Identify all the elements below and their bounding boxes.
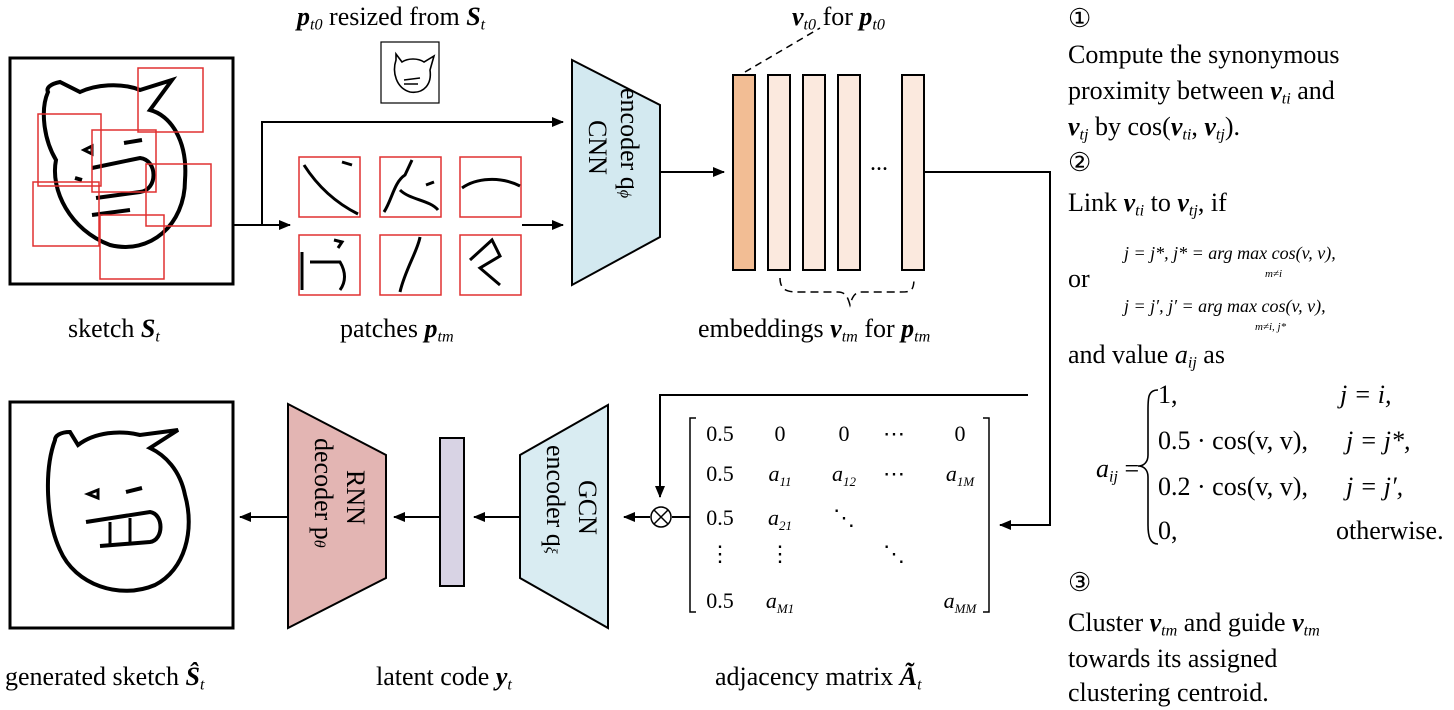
cnn-encoder-block: [571, 58, 661, 287]
case1-value: 1,: [1158, 380, 1178, 409]
matrix-cell: ⋱: [833, 505, 855, 530]
feedback-loop: [623, 394, 1028, 522]
embedding-ellipsis: ...: [870, 150, 888, 176]
patch-strokes: [300, 159, 521, 293]
step1-line1: Compute the synonymous: [1068, 40, 1340, 69]
input-sketch: [8, 56, 235, 286]
case-brace: [1137, 389, 1159, 545]
step3-line2: towards its assigned: [1068, 644, 1278, 673]
adjacency-caption: adjacency matrix Ãt: [715, 662, 922, 694]
embedding-brace: [779, 277, 915, 308]
step2-line1: Link vti to vtj, if: [1068, 188, 1227, 220]
matrix-cell: a21: [768, 505, 792, 533]
step2-value: and value aij as: [1068, 340, 1225, 372]
matrix-cell: a11: [768, 461, 792, 489]
gcn-label: GCN: [573, 480, 602, 535]
matrix-cell: 0.5: [706, 421, 734, 446]
latent-caption: latent code yt: [376, 662, 512, 694]
case2-value: 0.5 · cos(v, v),: [1158, 426, 1308, 455]
case-lhs: aij =: [1096, 454, 1140, 486]
condition-eq1: j = j*, j* = arg max cos(v, v),: [1124, 243, 1336, 263]
case1-cond: j = i,: [1340, 380, 1392, 409]
case3-cond: j = j′,: [1346, 472, 1404, 501]
resized-caption: pt0 resized from St: [297, 2, 486, 34]
matrix-cell: 0: [838, 421, 850, 446]
condition-eq2: j = j′, j′ = arg max cos(v, v),: [1124, 296, 1326, 316]
matrix-cell: ⋯: [883, 461, 905, 486]
step3-number: ③: [1068, 568, 1092, 597]
rnn-label: RNN: [341, 470, 370, 525]
step1-line3: vtj by cos(vti, vtj).: [1068, 112, 1240, 144]
matrix-cell: 0: [954, 421, 966, 446]
matrix-cell: 0.5: [706, 588, 734, 613]
generated-caption: generated sketch Ŝt: [5, 662, 205, 694]
matrix-cell: a1M: [945, 461, 975, 489]
matrix-cell: ⋯: [883, 421, 905, 446]
matrix-cell: a12: [832, 461, 856, 489]
v0-caption: vt0 for pt0: [792, 2, 885, 34]
cnn-label: CNN: [583, 120, 612, 175]
latent-code-bar: [439, 437, 465, 587]
step2-or: or: [1068, 264, 1090, 293]
rnn-decoder-block: [287, 402, 387, 630]
patches-grid: [298, 156, 522, 296]
step1-line2: proximity between vti and: [1068, 76, 1335, 108]
matrix-brackets: [689, 417, 990, 613]
rnn-label-line2: decoder pθ: [309, 438, 338, 548]
patches-caption: patches ptm: [340, 314, 454, 346]
top-arrows: [233, 117, 1051, 530]
step1-number: ①: [1068, 4, 1092, 33]
gcn-label-line2: encoder qξ: [541, 445, 570, 554]
resized-thumbnail: [380, 41, 440, 104]
condition-eq2-under: m≠i, j*: [1255, 321, 1287, 333]
step2-number: ②: [1068, 148, 1092, 177]
matrix-cell: aM1: [765, 588, 795, 616]
v0-pointer-line: [744, 27, 821, 73]
generated-sketch: [8, 400, 235, 630]
condition-eq1-under: m≠i: [1265, 268, 1283, 280]
cnn-label-line2: encoder qϕ: [615, 88, 644, 199]
case3-value: 0.2 · cos(v, v),: [1158, 472, 1308, 501]
case4-cond: otherwise.: [1336, 516, 1444, 545]
gcn-encoder-block: [519, 403, 609, 630]
matrix-cell: ⋮: [769, 541, 791, 566]
embedding-bars: [732, 74, 925, 271]
matrix-cell: 0.5: [706, 505, 734, 530]
matrix-cell: 0: [774, 421, 786, 446]
case2-cond: j = j*,: [1346, 426, 1411, 455]
otimes-operator: [650, 506, 672, 528]
matrix-cell: ⋮: [709, 541, 731, 566]
sketch-caption: sketch St: [68, 314, 160, 346]
case4-value: 0,: [1158, 516, 1178, 545]
step3-line3: clustering centroid.: [1068, 678, 1269, 707]
step3-line1: Cluster vtm and guide vtm: [1068, 608, 1320, 640]
matrix-cell: aMM: [943, 588, 977, 616]
embeddings-caption: embeddings vtm for ptm: [698, 314, 931, 346]
matrix-cell: ⋱: [883, 541, 905, 566]
matrix-cell: 0.5: [706, 461, 734, 486]
